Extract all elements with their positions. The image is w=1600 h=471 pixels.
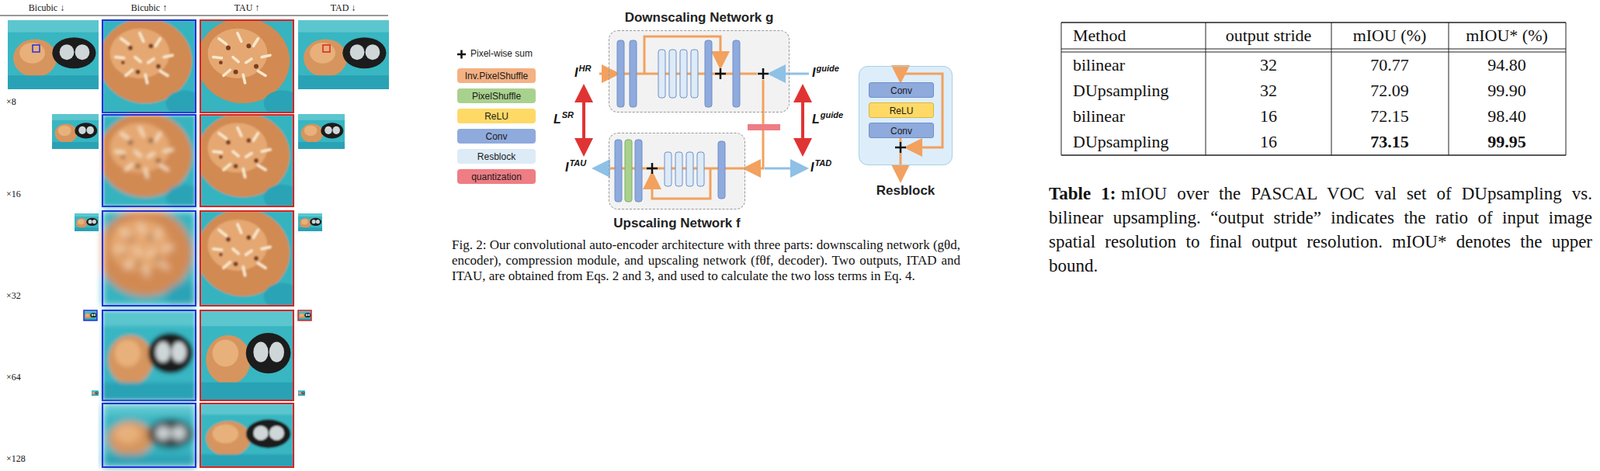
legend-text: Resblock — [477, 151, 516, 163]
signal-name: I — [574, 65, 578, 80]
signal-superscript: TAU — [569, 158, 587, 168]
legend-swatch: quantization — [457, 169, 536, 184]
table-caption: Table 1:mIOU over the PASCAL VOC val set… — [1048, 181, 1593, 278]
conv-block: Conv — [868, 82, 934, 98]
network-title: Upscaling Network f — [613, 215, 740, 232]
table-cell: mIOU (%) — [1353, 25, 1427, 46]
column-header: TAU ↑ — [234, 2, 261, 14]
table-cell: output stride — [1225, 25, 1312, 46]
legend-swatch: PixelShuffle — [457, 88, 536, 104]
network-title: Downscaling Network g — [624, 10, 774, 26]
loss-name: L — [553, 112, 562, 127]
signal-superscript: HR — [578, 63, 591, 73]
scale-label: ×32 — [6, 290, 21, 302]
scale-label: ×128 — [6, 453, 26, 466]
table-cell: Method — [1072, 25, 1126, 46]
block-label: Conv — [890, 125, 913, 137]
column-header: Bicubic ↓ — [28, 2, 65, 14]
figure-caption: Fig. 2: Our convolutional auto-encoder a… — [451, 237, 961, 285]
table-cell: 32 — [1259, 55, 1278, 76]
legend-text: quantization — [471, 171, 522, 183]
signal-name: I — [565, 160, 569, 175]
table-cell: 99.95 — [1487, 131, 1527, 153]
table-cell: 16 — [1259, 131, 1278, 153]
column-header: Bicubic ↑ — [131, 2, 167, 14]
table-caption-label: Table 1: — [1048, 183, 1116, 204]
signal-superscript: TAD — [814, 158, 832, 168]
legend-text: Inv.PixelShuffle — [465, 70, 529, 82]
column-header: TAD ↓ — [330, 2, 357, 14]
network-title: Resblock — [876, 183, 936, 199]
table-cell: 94.80 — [1487, 55, 1527, 76]
resblock-box: ResblockConvReLUConv — [858, 65, 953, 166]
table-cell: 70.77 — [1370, 55, 1410, 76]
legend-swatch: ReLU — [457, 108, 536, 124]
legend-swatch: Inv.PixelShuffle — [457, 68, 536, 84]
table-cell: 16 — [1259, 106, 1278, 127]
legend-text: Pixel-wise sum — [470, 48, 533, 60]
legend-swatch: Conv — [457, 128, 536, 144]
table-cell: 72.15 — [1370, 106, 1410, 127]
legend-text: Conv — [485, 131, 507, 143]
quantization-bar — [747, 124, 781, 131]
signal-name: I — [810, 160, 814, 175]
block-label: ReLU — [889, 105, 914, 117]
legend-text: PixelShuffle — [472, 90, 521, 102]
table-cell: DUpsampling — [1072, 80, 1169, 101]
network-box: Downscaling Network g — [608, 30, 790, 113]
table-cell: 99.90 — [1487, 80, 1527, 101]
table-cell: bilinear — [1072, 106, 1125, 127]
scale-label: ×16 — [6, 188, 21, 201]
scale-label: ×8 — [6, 96, 17, 108]
block-label: Conv — [890, 85, 913, 97]
conv-block: Conv — [868, 122, 934, 139]
data-flow-arrow — [746, 112, 764, 169]
table-cell: 73.15 — [1370, 131, 1410, 153]
loss-superscript: SR — [562, 110, 574, 120]
table-cell: mIOU* (%) — [1465, 25, 1548, 46]
table-caption-text: mIOU over the PASCAL VOC val set of DUps… — [1048, 183, 1593, 276]
legend-swatch: Resblock — [457, 149, 536, 164]
table-cell: DUpsampling — [1072, 131, 1169, 153]
table-cell: 72.09 — [1370, 80, 1410, 101]
table-cell: 32 — [1259, 80, 1278, 101]
legend-text: ReLU — [484, 111, 509, 122]
loss-superscript: guide — [820, 110, 844, 120]
table-cell: 98.40 — [1487, 106, 1527, 127]
relu-block: ReLU — [868, 102, 934, 119]
network-box: Upscaling Network f — [608, 132, 746, 210]
signal-name: I — [812, 65, 816, 80]
loss-name: L — [812, 112, 820, 127]
scale-label: ×64 — [6, 371, 21, 384]
signal-superscript: guide — [815, 63, 839, 73]
table-cell: bilinear — [1072, 55, 1125, 76]
